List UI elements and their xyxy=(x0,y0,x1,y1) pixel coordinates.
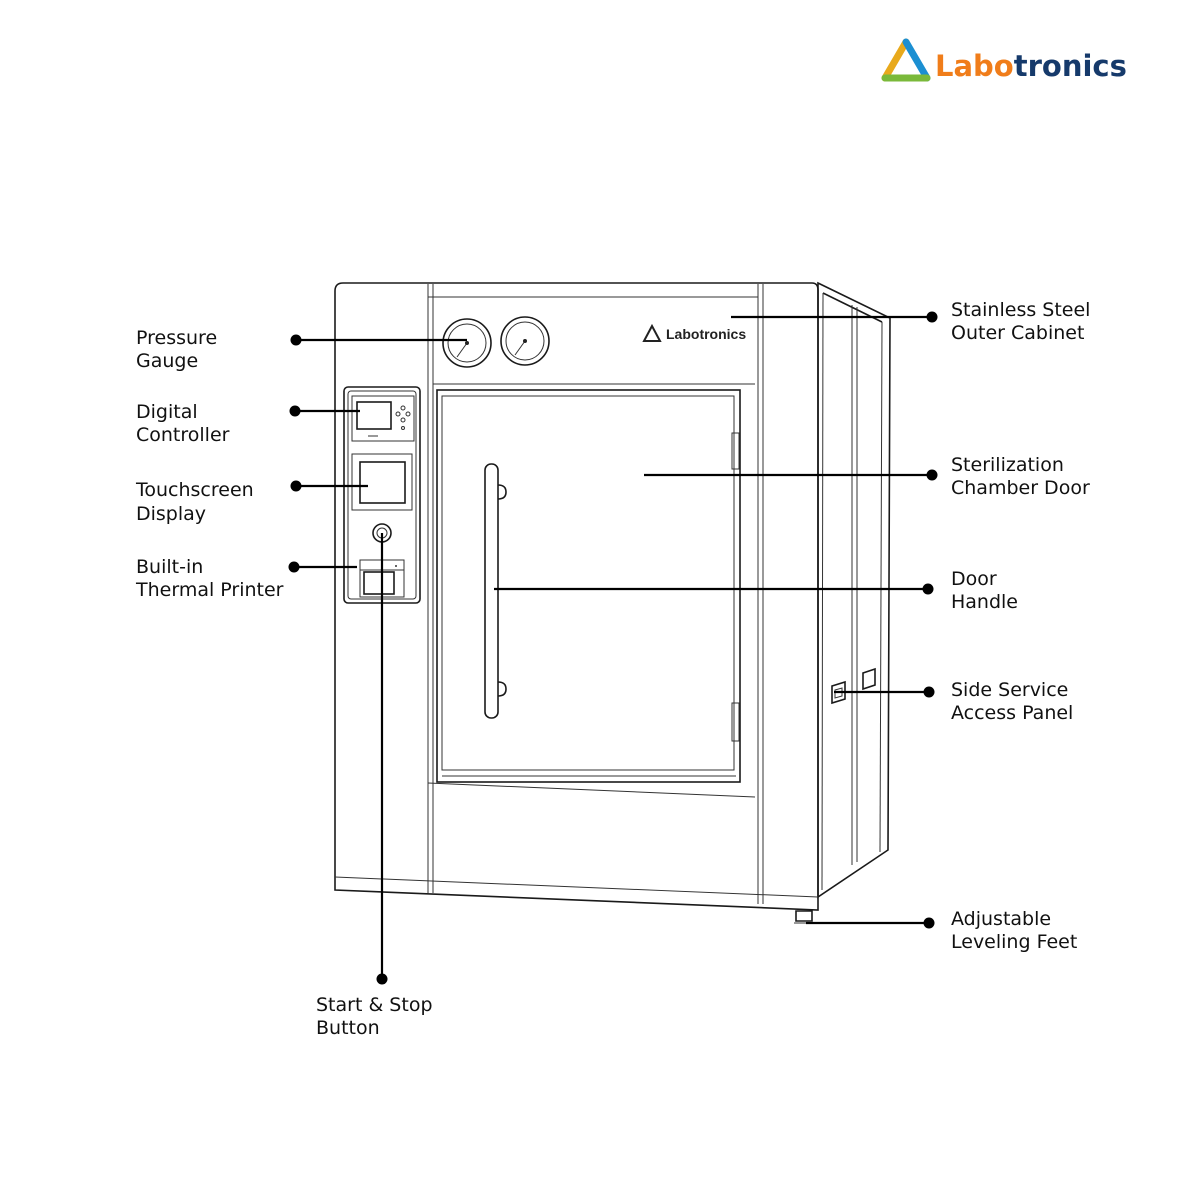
leader-digital-controller xyxy=(289,405,360,417)
touchscreen-display xyxy=(351,453,413,511)
leader-chamber-door xyxy=(644,469,938,481)
pressure-gauge-left xyxy=(442,318,492,368)
leader-door-handle xyxy=(494,583,934,595)
brand-name-part2: tronics xyxy=(1014,49,1127,83)
label-start-stop: Start & Stop Button xyxy=(316,994,439,1039)
cabinet-logo-text: Labotronics xyxy=(666,326,746,342)
cabinet-front xyxy=(334,282,819,911)
brand-triangle-icon xyxy=(881,38,931,82)
leader-touchscreen-display xyxy=(290,480,368,492)
leader-service-panel xyxy=(834,686,935,698)
label-pressure-gauge: Pressure Gauge xyxy=(136,327,223,372)
autoclave-illustration: Labotronics xyxy=(334,281,891,924)
brand-name: Labotronics xyxy=(935,49,1127,83)
label-thermal-printer: Built-in Thermal Printer xyxy=(135,556,284,601)
side-service-access-panel xyxy=(831,667,876,705)
cabinet-logo: Labotronics xyxy=(642,323,746,342)
leader-leveling-feet xyxy=(806,917,935,929)
cabinet-logo-icon xyxy=(642,323,662,342)
hinge-top xyxy=(731,432,740,470)
label-outer-cabinet: Stainless Steel Outer Cabinet xyxy=(951,299,1097,344)
chamber-door xyxy=(436,389,741,783)
door-handle[interactable] xyxy=(484,463,507,719)
leader-pressure-gauge xyxy=(290,334,467,346)
label-door-handle: Door Handle xyxy=(951,568,1018,613)
brand-name-part1: Labo xyxy=(935,49,1014,83)
leader-thermal-printer xyxy=(288,561,357,573)
label-chamber-door: Sterilization Chamber Door xyxy=(951,454,1090,499)
label-digital-controller: Digital Controller xyxy=(136,401,230,446)
hinge-bottom xyxy=(731,702,740,742)
label-service-panel: Side Service Access Panel xyxy=(951,679,1074,724)
callout-labels: Pressure Gauge Digital Controller Touchs… xyxy=(135,299,1097,1039)
brand-logo: Labotronics xyxy=(881,38,1127,83)
leader-outer-cabinet xyxy=(731,311,938,323)
callout-leaders xyxy=(288,311,938,985)
digital-controller xyxy=(351,395,415,442)
label-touchscreen-display: Touchscreen Display xyxy=(135,479,260,525)
pressure-gauge-right xyxy=(500,316,550,366)
leveling-foot xyxy=(794,910,814,924)
label-leveling-feet: Adjustable Leveling Feet xyxy=(951,908,1077,953)
leader-start-stop xyxy=(376,533,388,985)
